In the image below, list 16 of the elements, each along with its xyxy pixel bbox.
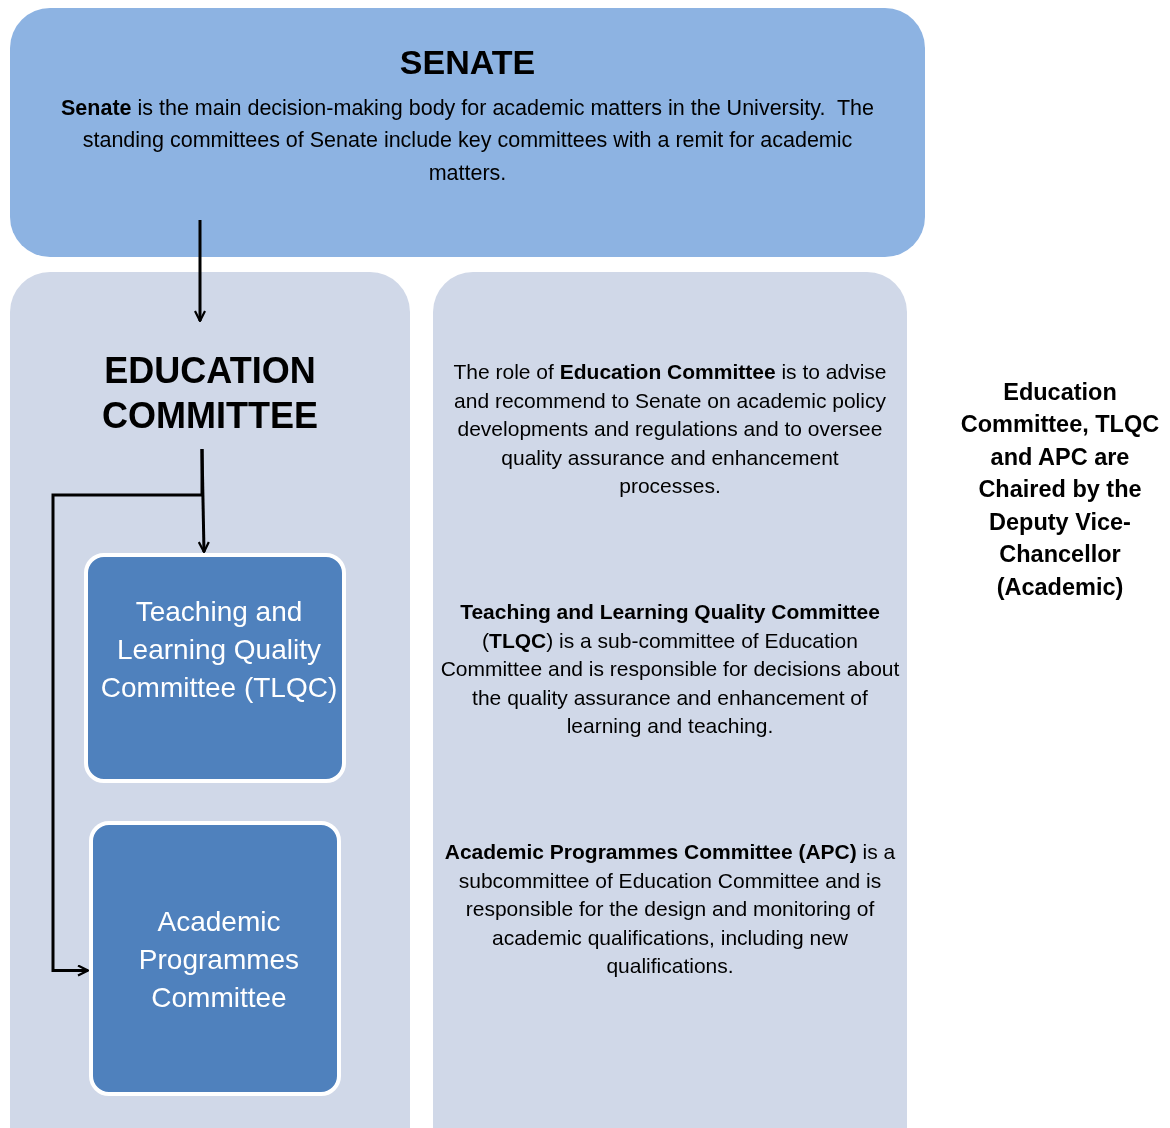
description-text: Academic Programmes Committee (APC) is a subcommittee of Education Committee and is responsible for the design and monitoring of academic qualifications, including new qualifications. (443, 839, 897, 980)
description-text: Teaching and Learning Quality Committee (TLQC) is a sub-committee of Education Committee and is responsible for decisions about the quality assurance and enhancement of learning and teaching. (439, 599, 901, 740)
arrow (193, 220, 207, 323)
description-text: Senate is the main decision-making body for academic matters in the University. The standing committees of Senate include key committees with a remit for academic matters. (60, 95, 875, 187)
committee-box (84, 553, 346, 783)
arrow (51, 449, 204, 977)
heading: SENATE (398, 42, 537, 83)
note-text: Education Committee, TLQC and APC are Chaired by the Deputy Vice-Chancellor (Academic) (959, 378, 1161, 602)
description-text: The role of Education Committee is to advise and recommend to Senate on academic policy developments and regulations and to oversee quality assurance and enhancement processes. (452, 359, 888, 500)
committee-name: Academic Programmes Committee (137, 905, 301, 1015)
heading: EDUCATION COMMITTEE (30, 322, 390, 448)
committee-panel (10, 272, 410, 1128)
senate-box (10, 8, 925, 257)
committee-box (89, 821, 341, 1096)
description-panel (433, 272, 907, 1128)
committee-name: Teaching and Learning Quality Committee (TLQC) (99, 595, 339, 705)
